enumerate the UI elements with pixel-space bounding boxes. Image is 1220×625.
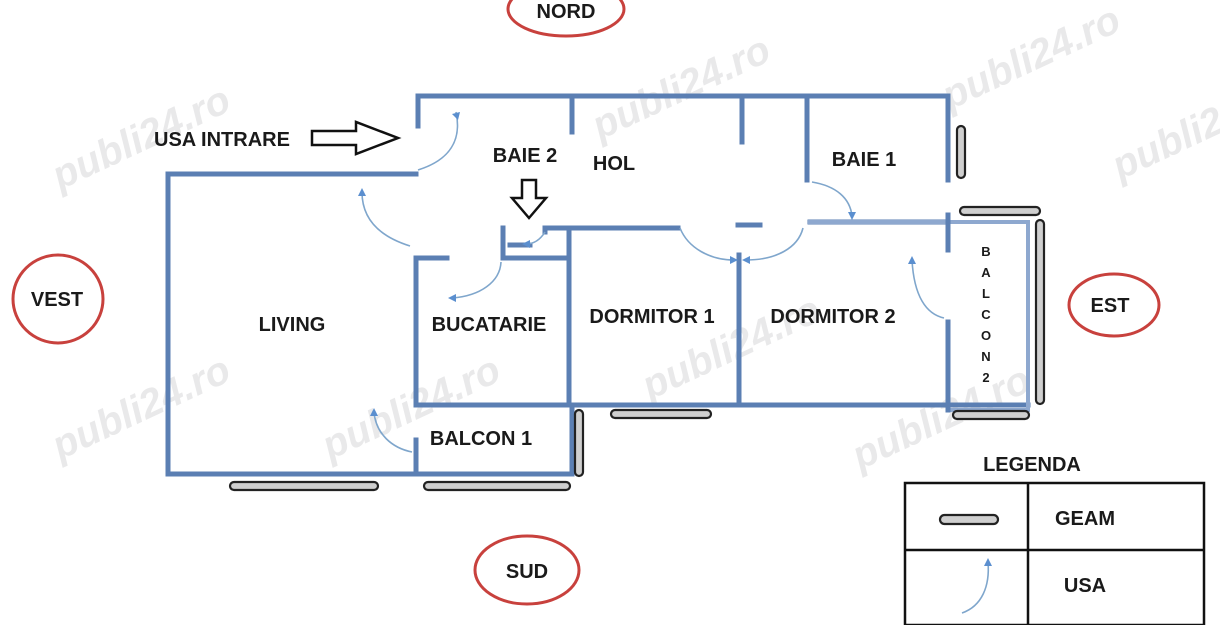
entrance-label: USA INTRARE [154, 129, 290, 151]
compass-east-label: EST [1091, 295, 1130, 317]
legend: LEGENDA GEAM USA [903, 454, 1206, 625]
legend-door-label: USA [1064, 575, 1106, 597]
room-labels: BAIE 2 HOL BAIE 1 LIVING BUCATARIE DORMI… [259, 145, 992, 450]
entrance-arrow-icon [310, 120, 402, 156]
compass-south: SUD [473, 534, 581, 606]
compass-east: EST [1067, 272, 1161, 338]
baie2-arrow-icon [509, 178, 549, 220]
balcon2-letter: L [982, 286, 990, 301]
watermark: publi24.ro [314, 347, 507, 468]
room-label-balcon1: BALCON 1 [430, 428, 532, 450]
compass-north: NORD [506, 0, 626, 38]
watermark: publi24.ro [584, 27, 777, 148]
watermark: publi24.ro [1104, 67, 1220, 188]
legend-window-swatch [938, 513, 1000, 526]
legend-door-swatch [961, 558, 992, 614]
walls [165, 93, 1031, 477]
compass-south-label: SUD [506, 561, 548, 583]
room-label-bucatarie: BUCATARIE [432, 314, 547, 336]
room-label-hol: HOL [593, 153, 635, 175]
room-label-baie2: BAIE 2 [493, 145, 557, 167]
balcon2-letter: N [981, 349, 990, 364]
compass-west-label: VEST [31, 289, 83, 311]
compass-west: VEST [11, 253, 105, 345]
room-label-dormitor1: DORMITOR 1 [589, 306, 714, 328]
compass-north-label: NORD [537, 1, 596, 23]
room-label-baie1: BAIE 1 [832, 149, 896, 171]
balcon2-letter: 2 [982, 370, 989, 385]
balcon2-letter: A [981, 265, 991, 280]
watermark: publi24.ro [934, 0, 1127, 119]
windows [228, 124, 1046, 492]
legend-title: LEGENDA [983, 454, 1081, 476]
doors [358, 111, 945, 453]
watermark: publi24.ro [44, 347, 237, 468]
balcon2-letter: C [981, 307, 991, 322]
legend-window-label: GEAM [1055, 508, 1115, 530]
room-label-dormitor2: DORMITOR 2 [770, 306, 895, 328]
room-label-balcon2: B A L C O N 2 [981, 244, 991, 385]
balcon2-letter: B [981, 244, 990, 259]
balcon2-letter: O [981, 328, 991, 343]
room-label-living: LIVING [259, 314, 326, 336]
